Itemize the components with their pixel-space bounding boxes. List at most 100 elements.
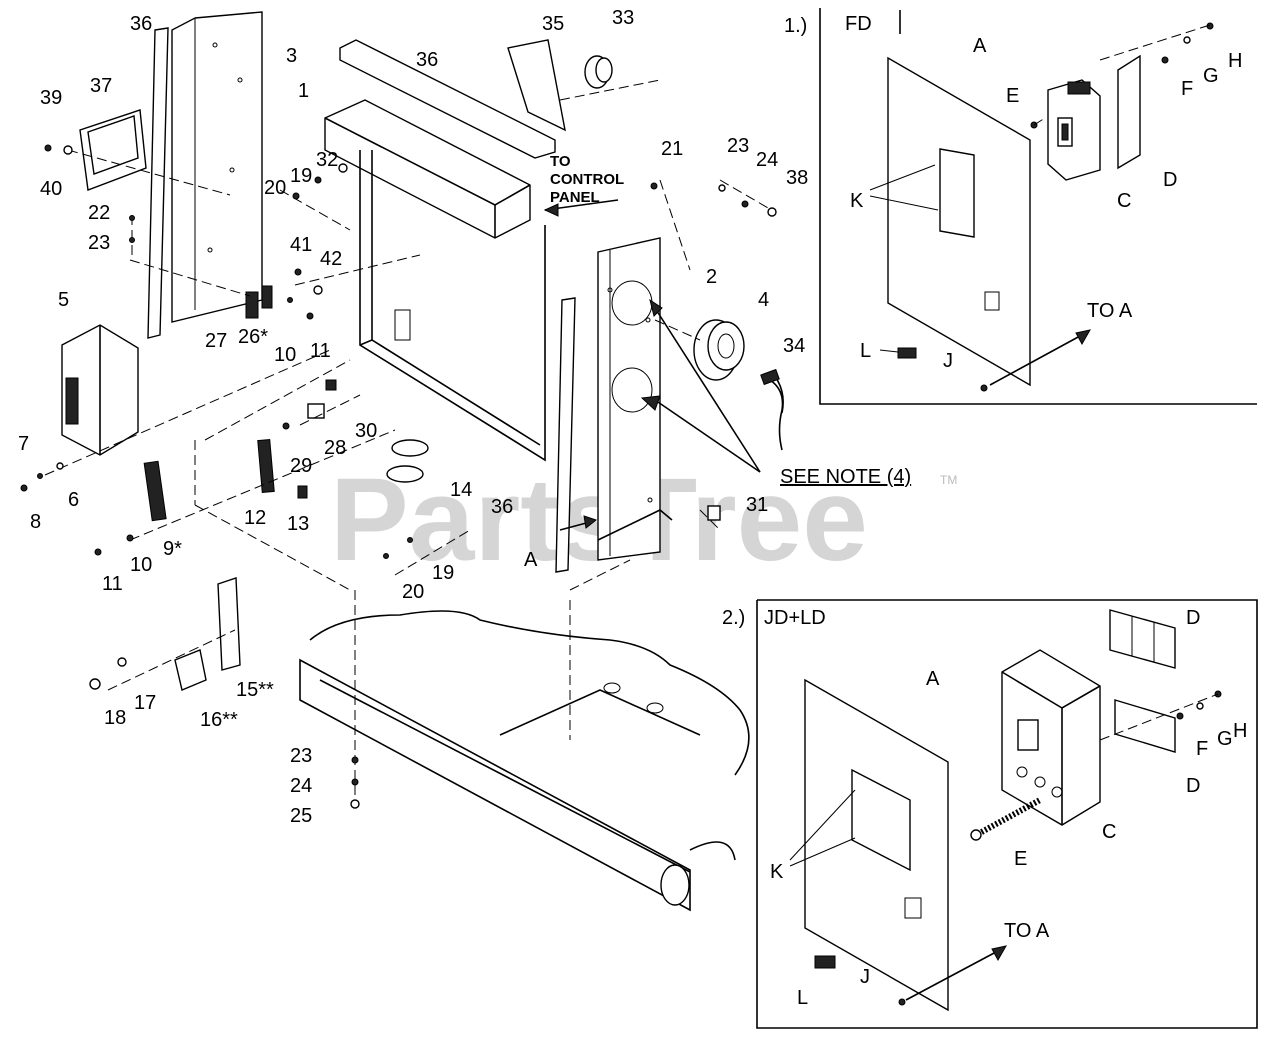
label-1: 1 [298, 80, 309, 102]
label-30: 30 [355, 420, 377, 442]
inset-fd: 1.) FD A E C D F G [784, 8, 1257, 405]
inset-jd-title: JD+LD [764, 607, 826, 629]
label-22: 22 [88, 202, 110, 224]
bushing-33 [584, 55, 613, 89]
inset-jd-number: 2.) [722, 607, 745, 629]
inset-jd-ld: 2.) JD+LD A [722, 599, 1258, 1029]
label-42: 42 [320, 248, 342, 270]
part-28 [307, 403, 325, 419]
note-to-control-panel-1: TO [550, 153, 571, 170]
label-4: 4 [758, 289, 769, 311]
jd-label-h: H [1233, 720, 1247, 742]
label-20: 20 [264, 177, 286, 199]
label-14: 14 [450, 479, 472, 501]
label-41: 41 [290, 234, 312, 256]
jd-breaker-c [1001, 649, 1101, 826]
label-20: 20 [402, 581, 424, 603]
jd-label-f: F [1196, 738, 1208, 760]
label-10: 10 [130, 554, 152, 576]
label-33: 33 [612, 7, 634, 29]
label-39: 39 [40, 87, 62, 109]
label-34: 34 [783, 335, 805, 357]
note-to-control-panel-3: PANEL [550, 189, 600, 206]
part-labels: 36 3 36 35 33 39 37 1 40 32 19 20 21 23 … [18, 7, 911, 827]
label-8: 8 [30, 511, 41, 533]
inset-fd-title: FD [845, 13, 872, 35]
label-5: 5 [58, 289, 69, 311]
label-9: 9* [163, 538, 182, 560]
fd-label-j: J [943, 350, 953, 372]
base-frame [299, 590, 750, 912]
jd-label-c: C [1102, 821, 1116, 843]
label-3: 3 [286, 45, 297, 67]
label-13: 13 [287, 513, 309, 535]
jd-label-k: K [770, 861, 784, 883]
jd-label-j: J [860, 966, 870, 988]
fasteners [20, 144, 777, 809]
label-6: 6 [68, 489, 79, 511]
component-37 [79, 109, 147, 191]
cable-34 [760, 368, 784, 451]
label-19: 19 [290, 165, 312, 187]
label-23: 23 [290, 745, 312, 767]
fd-label-f: F [1181, 78, 1193, 100]
label-25: 25 [290, 805, 312, 827]
label-31: 31 [746, 494, 768, 516]
label-23: 23 [88, 232, 110, 254]
fd-label-c: C [1117, 190, 1131, 212]
jd-label-d-lower: D [1186, 775, 1200, 797]
frame-1 [324, 99, 546, 462]
fd-label-to-a: TO A [1087, 300, 1133, 322]
jd-clip-l [814, 955, 836, 969]
note-to-control-panel-2: CONTROL [550, 171, 624, 188]
fd-label-g: G [1203, 65, 1219, 87]
jd-cutout-k [851, 768, 911, 872]
main-assembly: 36 3 36 35 33 39 37 1 40 32 19 20 21 23 … [18, 7, 911, 912]
terminal-strip-5 [65, 377, 79, 425]
fd-label-d: D [1163, 169, 1177, 191]
grommet-4 [693, 319, 745, 381]
label-11: 11 [102, 573, 123, 595]
fd-label-e: E [1006, 85, 1019, 107]
part-30 [325, 379, 337, 391]
label-28: 28 [324, 437, 346, 459]
terminal-block-9 [143, 460, 167, 522]
fd-breaker-c [1047, 79, 1101, 181]
label-24: 24 [756, 149, 778, 171]
jd-bolt-e [970, 797, 1042, 841]
see-note: SEE NOTE (4) [780, 466, 911, 488]
label-37: 37 [90, 75, 112, 97]
label-27: 27 [205, 330, 227, 352]
panel-3 [171, 11, 263, 323]
terminal-block-12 [257, 439, 275, 493]
rail-36-top [339, 39, 556, 159]
fd-label-h: H [1228, 50, 1242, 72]
label-7: 7 [18, 433, 29, 455]
part-31 [707, 505, 721, 521]
fd-label-l: L [860, 340, 871, 362]
part-26 [261, 285, 273, 309]
part-13 [297, 485, 308, 499]
label-36: 36 [130, 13, 152, 35]
label-2: 2 [706, 266, 717, 288]
label-17: 17 [134, 692, 156, 714]
label-32: 32 [316, 149, 338, 171]
label-24: 24 [290, 775, 312, 797]
jd-plate-d-top [1109, 609, 1176, 669]
label-36: 36 [491, 496, 513, 518]
label-16: 16** [200, 709, 238, 731]
label-A: A [524, 549, 538, 571]
label-19: 19 [432, 562, 454, 584]
panel-2 [597, 237, 673, 561]
label-35: 35 [542, 13, 564, 35]
part-27 [245, 291, 259, 319]
label-40: 40 [40, 178, 62, 200]
jd-label-g: G [1217, 728, 1233, 750]
fd-label-a: A [973, 35, 987, 57]
label-15: 15** [236, 679, 274, 701]
label-18: 18 [104, 707, 126, 729]
plate-35 [507, 39, 566, 132]
jd-label-e: E [1014, 848, 1027, 870]
jd-label-a: A [926, 668, 940, 690]
